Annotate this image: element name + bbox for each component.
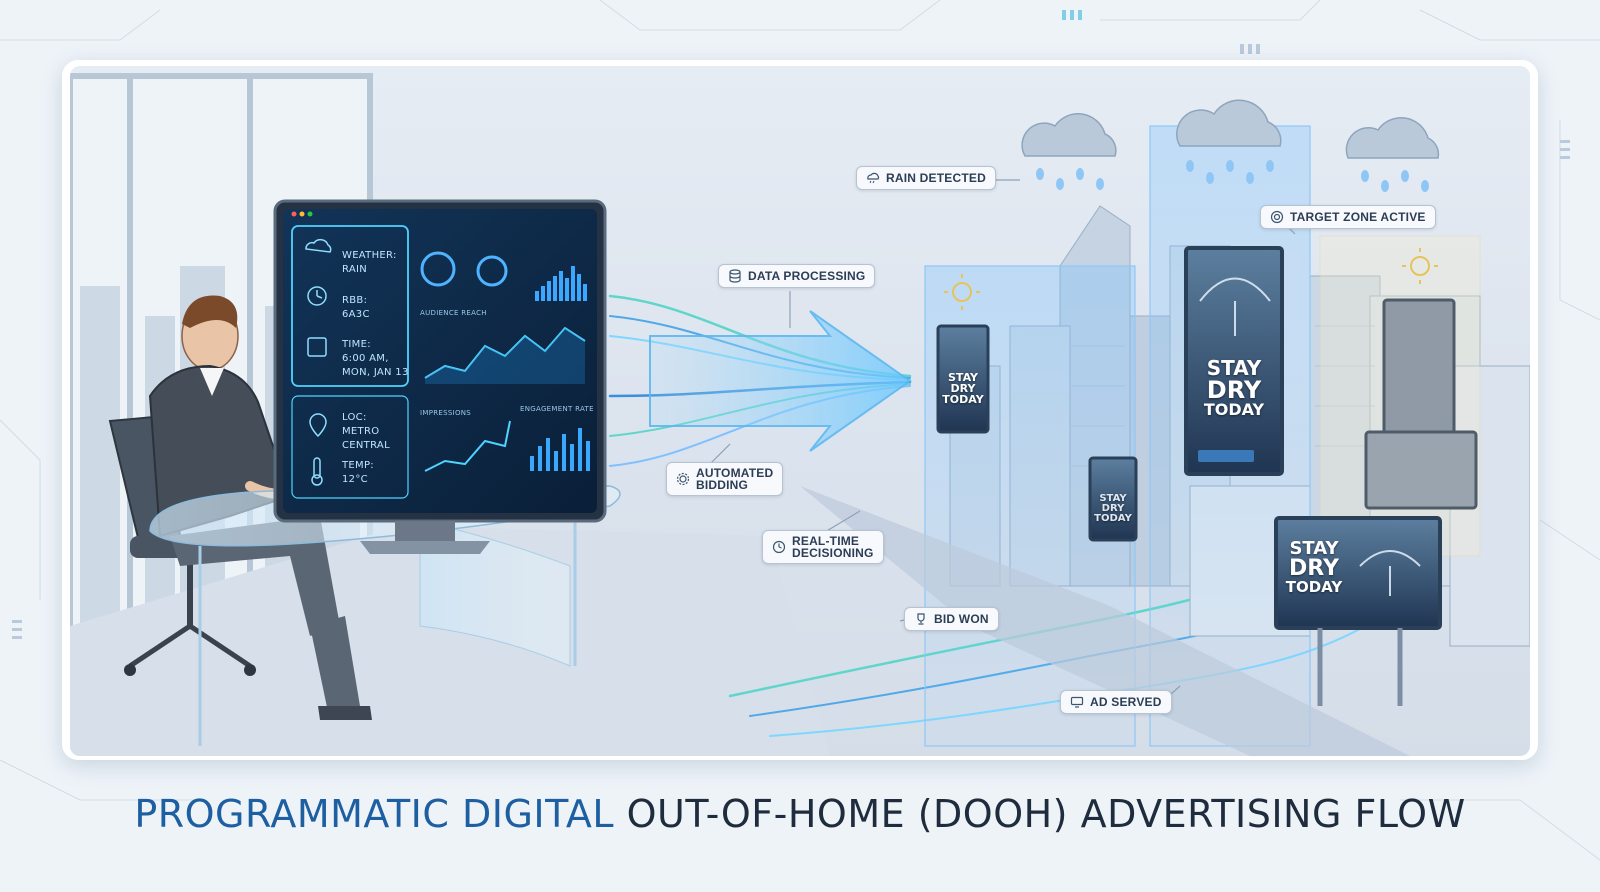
billboard-tall-copy: STAY DRY TODAY <box>1186 358 1282 418</box>
callout-rain-detected: RAIN DETECTED <box>856 166 996 190</box>
title-rest: OUT-OF-HOME (DOOH) ADVERTISING FLOW <box>626 792 1466 836</box>
rain-cloud-icon <box>1021 99 1440 192</box>
loc-value-line2: CENTRAL <box>342 440 390 451</box>
loc-value-line1: METRO <box>342 426 380 437</box>
ad-served-label: AD SERVED <box>1090 695 1162 709</box>
billboard-tall-center <box>1184 246 1284 476</box>
billboard-small-line3: TODAY <box>942 393 984 406</box>
billboard-small-line2: DRY <box>950 382 976 395</box>
rbb-value: 6A3C <box>342 309 370 320</box>
billboard-street-line1: STAY <box>1099 493 1127 504</box>
date-value: MON, JAN 13 <box>342 367 409 378</box>
billboard-tall-line1: STAY <box>1206 356 1262 380</box>
timer-icon <box>772 540 786 554</box>
callout-target-zone-active: TARGET ZONE ACTIVE <box>1260 205 1436 229</box>
bidding-label: BIDDING <box>696 478 749 492</box>
computer-monitor <box>273 199 607 554</box>
billboard-tall-line3: TODAY <box>1203 400 1265 419</box>
automated-label: AUTOMATED <box>696 466 774 480</box>
bid-won-label: BID WON <box>934 612 989 626</box>
database-icon <box>729 269 741 283</box>
temp-label: TEMP: <box>342 460 374 471</box>
billboard-large-line1: STAY <box>1289 538 1339 559</box>
realtime-label: REAL-TIME <box>792 534 860 548</box>
billboard-street <box>1088 456 1138 542</box>
billboard-street-line3: TODAY <box>1094 513 1132 524</box>
time-value: 6:00 AM, <box>342 353 389 364</box>
billboard-small-copy: STAY DRY TODAY <box>938 372 988 405</box>
target-icon <box>1270 210 1284 224</box>
rain-detected-label: RAIN DETECTED <box>886 171 986 185</box>
loc-label: LOC: <box>342 412 367 423</box>
billboard-large-copy: STAY DRY TODAY <box>1282 540 1346 595</box>
weather-value: RAIN <box>342 264 368 275</box>
billboard-street-copy: STAY DRY TODAY <box>1090 494 1136 524</box>
title-highlight: PROGRAMMATIC DIGITAL <box>134 792 615 836</box>
flow-arrow <box>649 310 912 452</box>
billboard-small-line1: STAY <box>948 371 978 384</box>
monitor-icon <box>1070 696 1084 708</box>
callout-ad-served: AD SERVED <box>1060 690 1172 714</box>
illustration-scene: WEATHER: RAIN RBB: 6A3C TIME: 6:00 AM, M… <box>70 66 1530 756</box>
audience-reach-label: AUDIENCE REACH <box>420 309 487 317</box>
billboard-large-line3: TODAY <box>1285 578 1343 596</box>
billboard-large-right <box>1274 516 1442 706</box>
engagement-rate-label: ENGAGEMENT RATE <box>520 405 594 413</box>
data-processing-label: DATA PROCESSING <box>748 269 866 283</box>
weather-label: WEATHER: <box>342 250 397 261</box>
umbrella-icon <box>1199 277 1421 596</box>
gear-icon <box>676 472 690 486</box>
billboard-large-line2: DRY <box>1289 556 1339 581</box>
callout-data-processing: DATA PROCESSING <box>718 264 876 288</box>
time-label: TIME: <box>342 339 371 350</box>
billboard-tall-line2: DRY <box>1206 376 1262 404</box>
rbb-label: RBB: <box>342 295 368 306</box>
billboard-street-line2: DRY <box>1101 503 1125 514</box>
decisioning-label: DECISIONING <box>792 546 874 560</box>
impressions-label: IMPRESSIONS <box>420 409 472 417</box>
callout-bid-won: BID WON <box>904 607 999 631</box>
temp-value: 12°C <box>342 474 368 485</box>
target-zone-label: TARGET ZONE ACTIVE <box>1290 210 1426 224</box>
sun-icon <box>944 248 1438 310</box>
cloud-rain-icon <box>867 172 880 184</box>
billboard-small-left <box>936 324 990 434</box>
inactive-screens <box>1364 298 1478 510</box>
page-title: PROGRAMMATIC DIGITAL OUT-OF-HOME (DOOH) … <box>0 792 1600 836</box>
trophy-icon <box>917 613 925 625</box>
